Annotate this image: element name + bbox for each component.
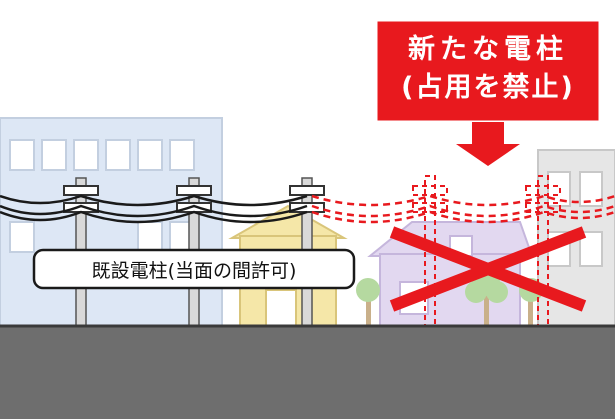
ground	[0, 326, 615, 419]
callout-subtitle: (占用を禁止)	[401, 72, 575, 103]
callout-box	[374, 18, 602, 166]
down-arrow-icon	[456, 122, 520, 166]
existing-wires	[0, 194, 308, 224]
building-left-windows	[9, 139, 195, 253]
prohibition-x-icon	[389, 226, 587, 312]
callout-title: 新たな電柱	[408, 34, 568, 65]
label-box	[32, 248, 356, 290]
new-wires	[311, 194, 615, 224]
existing-pole-label: 既設電柱(当面の間許可)	[91, 259, 297, 282]
